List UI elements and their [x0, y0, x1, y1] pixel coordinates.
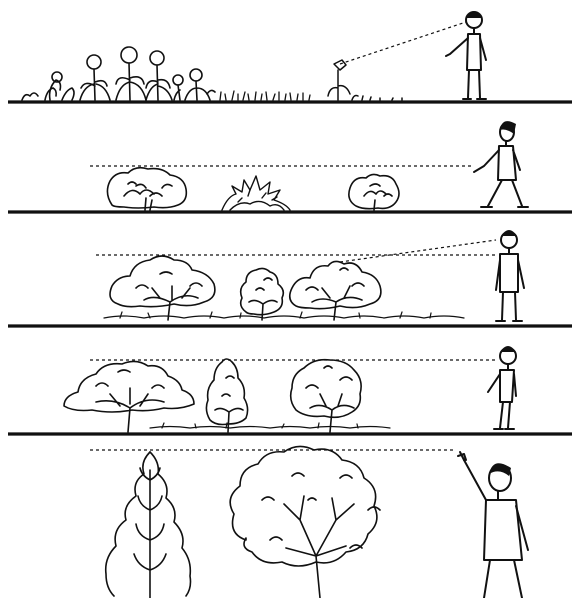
panel-medium-shrubs [8, 230, 572, 326]
broad-tree [230, 446, 380, 598]
spreading-shrub-left [110, 256, 215, 320]
conical-shrub [206, 359, 247, 432]
columnar-tree [106, 452, 191, 598]
observer-walking [474, 121, 528, 207]
observer-pointing-up [458, 452, 528, 598]
flower-cluster [22, 47, 215, 100]
small-shrub-mid [241, 268, 284, 320]
sight-line-3b [340, 240, 496, 262]
sight-line-1 [340, 22, 466, 64]
spreading-shrub-right [290, 261, 381, 320]
umbrella-shrub [64, 361, 194, 432]
ground-grass-3 [104, 312, 464, 318]
panel-trees [90, 446, 528, 598]
rounded-shrub [291, 360, 361, 432]
small-flower-right [328, 60, 402, 100]
round-shrub-right [349, 174, 399, 210]
observer-standing-3 [496, 230, 524, 321]
round-shrub-left [107, 168, 186, 210]
panel-low-shrubs [8, 121, 572, 212]
observer-standing-4 [488, 346, 516, 429]
panel-ground-cover [8, 12, 572, 102]
grass-tufts [220, 91, 310, 100]
panel-tall-shrubs [8, 346, 572, 434]
ground-grass-4 [150, 423, 390, 428]
observer-standing-pointing [446, 12, 486, 99]
spiky-shrub [222, 176, 290, 210]
